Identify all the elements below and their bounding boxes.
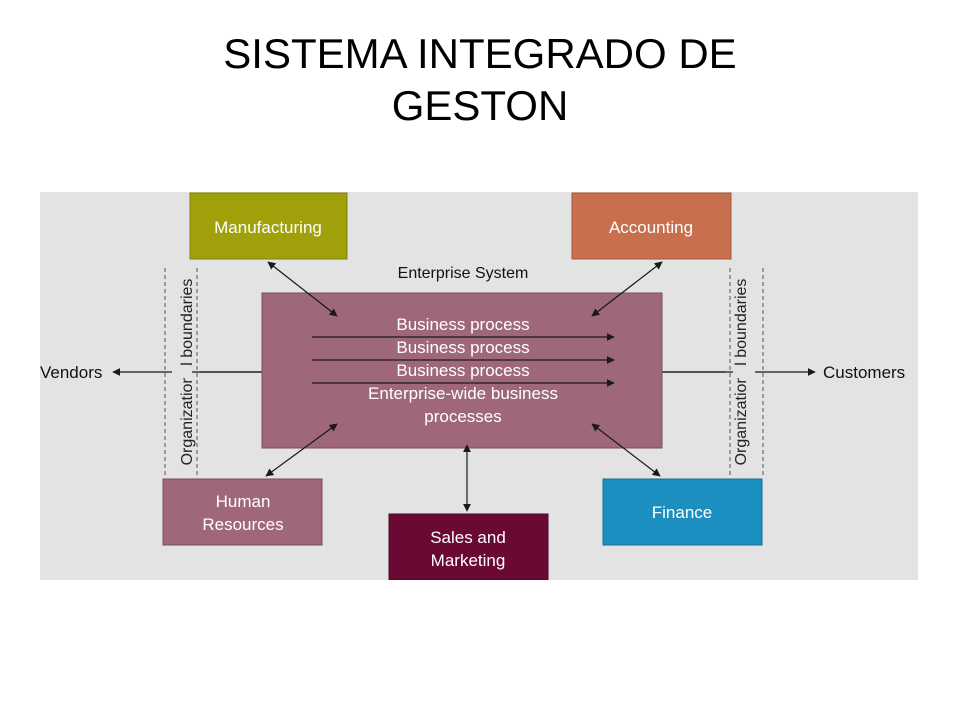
- human-resources-label-line1: Human: [216, 492, 271, 511]
- enterprise-system-box: [261, 292, 663, 449]
- vendors-label: Vendors: [40, 363, 102, 382]
- manufacturing-label: Manufacturing: [214, 218, 322, 237]
- title-line-1: SISTEMA INTEGRADO DE: [223, 30, 737, 77]
- finance-arrow: [591, 423, 661, 477]
- manufacturing-arrow: [267, 261, 338, 317]
- enterprise-wide-label-line1: Enterprise-wide business: [368, 384, 558, 403]
- sales-marketing-box: [388, 513, 549, 580]
- enterprise-system-label: Enterprise System: [398, 265, 529, 282]
- customers-label: Customers: [823, 363, 905, 382]
- enterprise-wide-label-line2: processes: [424, 407, 501, 426]
- accounting-label: Accounting: [609, 218, 693, 237]
- human-resources-arrow: [265, 423, 338, 477]
- enterprise-system-diagram: Organizational boundaries Organizational…: [40, 192, 918, 580]
- title-line-2: GESTON: [391, 82, 569, 129]
- slide-title: SISTEMA INTEGRADO DE GESTON: [120, 28, 840, 132]
- right-boundary-gap: [733, 366, 755, 378]
- accounting-arrow: [591, 261, 663, 317]
- left-boundary-gap: [172, 366, 192, 378]
- human-resources-label-line2: Resources: [202, 515, 283, 534]
- sales-marketing-label-line2: Marketing: [431, 551, 506, 570]
- human-resources-box: [162, 478, 323, 546]
- accounting-box: [571, 192, 732, 260]
- manufacturing-box: [189, 192, 348, 260]
- process-label-2: Business process: [396, 338, 529, 357]
- sales-marketing-label-line1: Sales and: [430, 528, 506, 547]
- finance-box: [602, 478, 763, 546]
- finance-label: Finance: [652, 503, 712, 522]
- process-label-1: Business process: [396, 315, 529, 334]
- process-label-3: Business process: [396, 361, 529, 380]
